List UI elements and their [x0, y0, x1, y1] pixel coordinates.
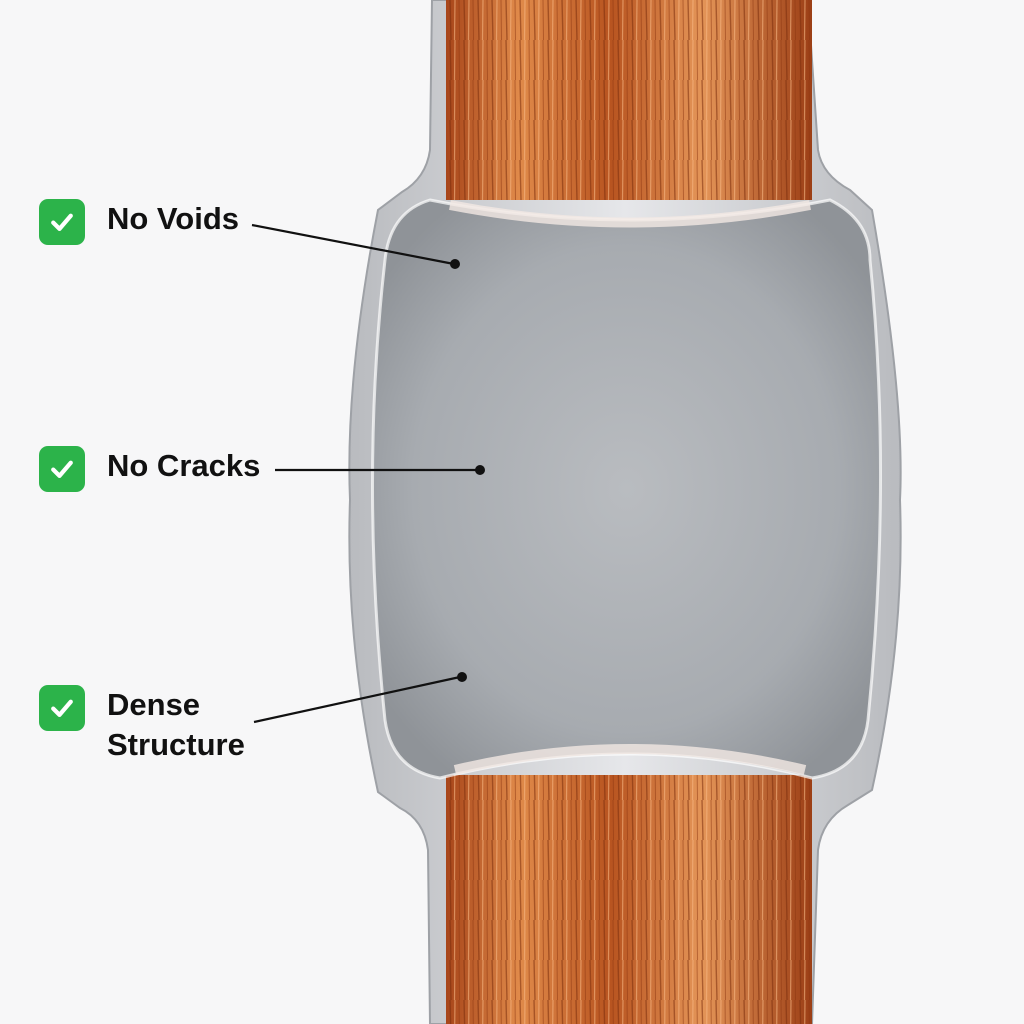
- check-icon: [39, 685, 85, 731]
- callout-label: No Cracks: [107, 446, 260, 486]
- callout-label-line: No Voids: [107, 201, 240, 236]
- callout-label-line: Dense: [107, 687, 201, 722]
- callout-label-line: No Cracks: [107, 448, 261, 483]
- check-icon: [39, 199, 85, 245]
- leader-no-voids: [251, 223, 460, 269]
- callout-label: Dense Structure: [107, 685, 245, 765]
- callout-dense-structure: Dense Structure: [39, 685, 245, 765]
- leader-no-cracks: [275, 465, 485, 475]
- callout-no-voids: No Voids: [39, 199, 239, 245]
- leader-dense-structure: [253, 672, 467, 724]
- weld-nugget: [371, 198, 882, 780]
- callout-label-line: Structure: [107, 727, 245, 762]
- check-icon: [39, 446, 85, 492]
- callout-no-cracks: No Cracks: [39, 446, 260, 492]
- callout-label: No Voids: [107, 199, 239, 239]
